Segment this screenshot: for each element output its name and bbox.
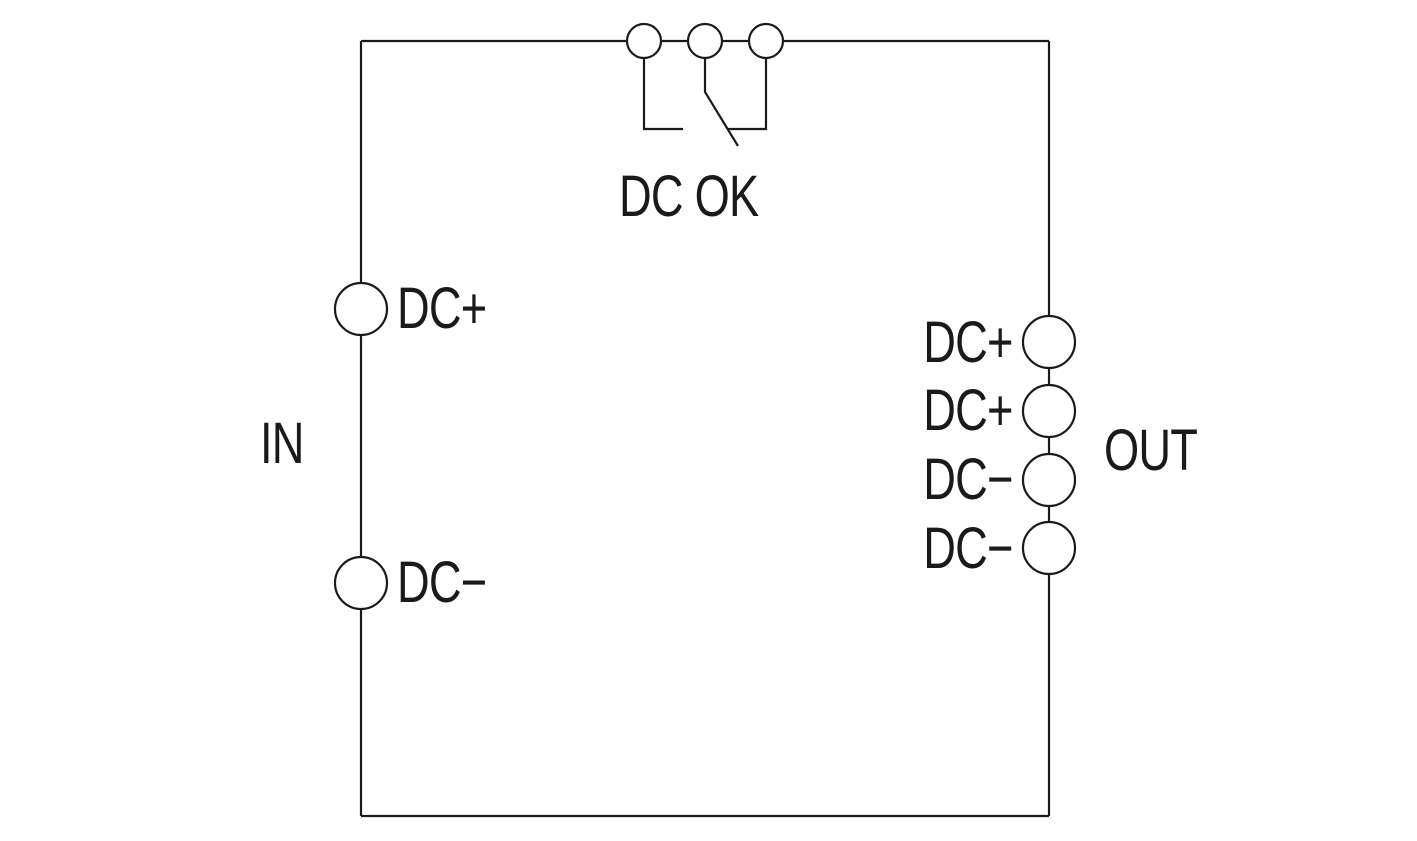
output-label-4: DC− bbox=[923, 516, 1014, 581]
relay-lead-right bbox=[728, 58, 768, 131]
relay-terminal-2 bbox=[686, 22, 724, 60]
output-terminal-4 bbox=[1021, 520, 1077, 576]
output-label-1: DC+ bbox=[923, 310, 1014, 375]
output-group-label: OUT bbox=[1104, 418, 1198, 483]
output-terminal-1 bbox=[1021, 314, 1077, 370]
output-label-3: DC− bbox=[923, 447, 1014, 512]
enclosure-outline bbox=[359, 39, 1051, 818]
relay-lead-left bbox=[642, 58, 683, 131]
relay-label: DC OK bbox=[619, 164, 759, 229]
output-terminal-2 bbox=[1021, 383, 1077, 439]
output-label-2: DC+ bbox=[923, 378, 1014, 443]
output-terminal-3 bbox=[1021, 452, 1077, 508]
relay-switch-arm bbox=[703, 58, 739, 147]
input-terminal-dc-minus bbox=[333, 555, 389, 611]
input-label-dc-plus: DC+ bbox=[397, 276, 487, 341]
relay-contact-symbol bbox=[642, 58, 768, 147]
input-label-dc-minus: DC− bbox=[397, 550, 487, 615]
input-terminal-dc-plus bbox=[333, 281, 389, 337]
relay-terminal-3 bbox=[747, 22, 785, 60]
input-group-label: IN bbox=[260, 411, 304, 476]
relay-terminal-1 bbox=[625, 22, 663, 60]
